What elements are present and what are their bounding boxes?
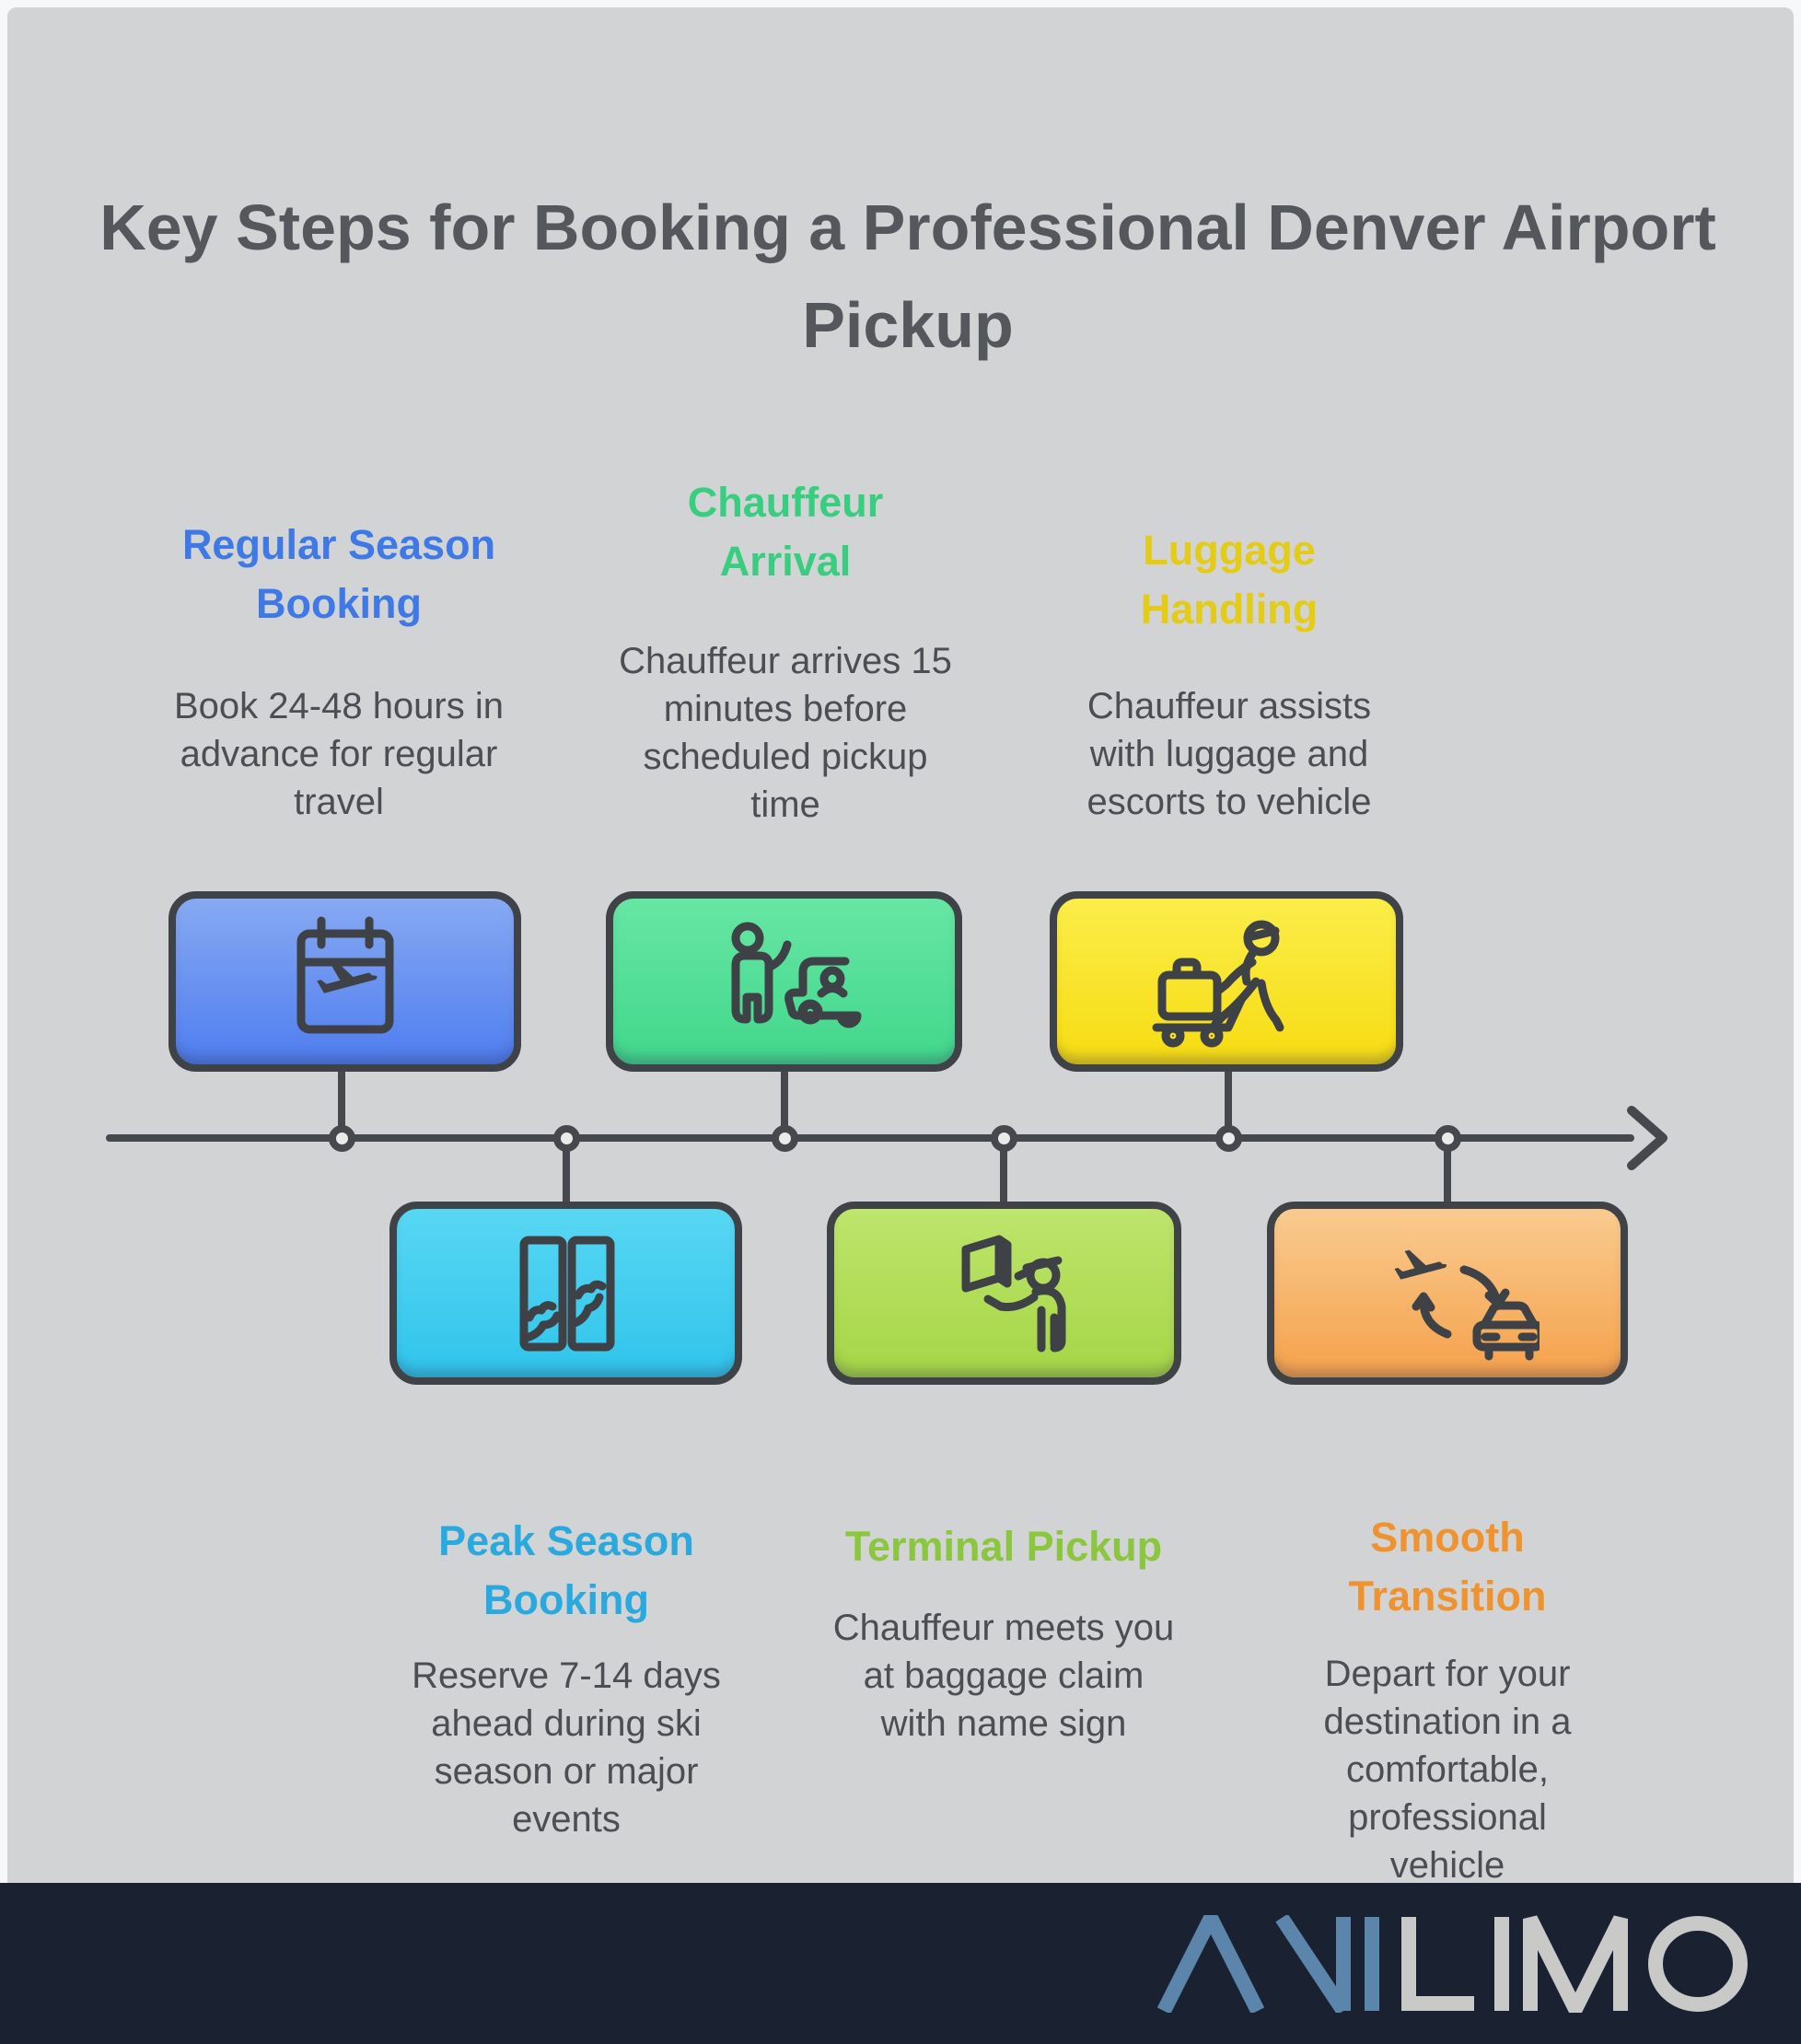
step-title-peak-season-booking: Peak Season Booking <box>438 1517 694 1623</box>
connector-stem <box>781 1066 788 1138</box>
connector-stem <box>338 1066 345 1138</box>
step-title-luggage-handling: Luggage Handling <box>1140 527 1319 633</box>
timeline-node <box>1434 1124 1461 1152</box>
connector-stem <box>563 1138 570 1204</box>
step-box-peak-season-booking <box>389 1202 742 1385</box>
step-box-regular-season-booking <box>168 891 521 1072</box>
step-box-luggage-handling <box>1050 891 1403 1072</box>
brand-letter-l <box>1401 1916 1474 2011</box>
timeline-node <box>328 1124 355 1152</box>
connector-stem <box>1444 1138 1451 1204</box>
brand-letter-v <box>1275 1914 1351 2013</box>
timeline-arrow-icon <box>1627 1106 1667 1170</box>
page-title: Key Steps for Booking a Professional Den… <box>99 192 1716 361</box>
step-box-smooth-transition <box>1267 1202 1628 1385</box>
connector-stem <box>1225 1066 1232 1138</box>
brand-letter-m <box>1523 1914 1628 2013</box>
step-box-chauffeur-arrival <box>606 891 962 1072</box>
timeline-axis <box>106 1134 1634 1142</box>
step-desc-regular-season-booking: Book 24-48 hours in advance for regular … <box>173 686 504 822</box>
connector-stem <box>1000 1138 1007 1204</box>
step-title-smooth-transition: Smooth Transition <box>1348 1514 1547 1620</box>
name-sign-chauffeur-icon <box>961 1235 1065 1352</box>
porter-luggage-cart-icon <box>1152 920 1284 1048</box>
flight-calendar-icon <box>296 916 393 1034</box>
step-desc-peak-season-booking: Reserve 7-14 days ahead during ski seaso… <box>412 1655 721 1840</box>
step-title-terminal-pickup: Terminal Pickup <box>844 1523 1163 1570</box>
step-desc-smooth-transition: Depart for your destination in a comfort… <box>1323 1654 1572 1886</box>
ski-season-panels-icon <box>519 1236 614 1351</box>
avilimo-logo <box>1156 1914 1748 2013</box>
step-desc-terminal-pickup: Chauffeur meets you at baggage claim wit… <box>832 1608 1175 1744</box>
footer-bar <box>0 1883 1801 2044</box>
infographic-canvas: Key Steps for Booking a Professional Den… <box>7 7 1794 1886</box>
step-title-chauffeur-arrival: Chauffeur Arrival <box>687 479 884 585</box>
step-box-terminal-pickup <box>827 1202 1181 1385</box>
timeline-node <box>553 1124 580 1152</box>
step-title-regular-season-booking: Regular Season Booking <box>181 521 496 627</box>
step-desc-luggage-handling: Chauffeur assists with luggage and escor… <box>1086 686 1372 822</box>
timeline-node <box>771 1124 798 1152</box>
chauffeur-greeting-car-icon <box>731 922 861 1028</box>
step-desc-chauffeur-arrival: Chauffeur arrives 15 minutes before sche… <box>619 641 952 825</box>
plane-to-car-transfer-icon <box>1394 1249 1540 1360</box>
brand-letter-a <box>1156 1914 1265 2013</box>
timeline-node <box>991 1124 1017 1152</box>
timeline-node <box>1214 1124 1242 1152</box>
brand-letter-o <box>1648 1915 1748 2012</box>
